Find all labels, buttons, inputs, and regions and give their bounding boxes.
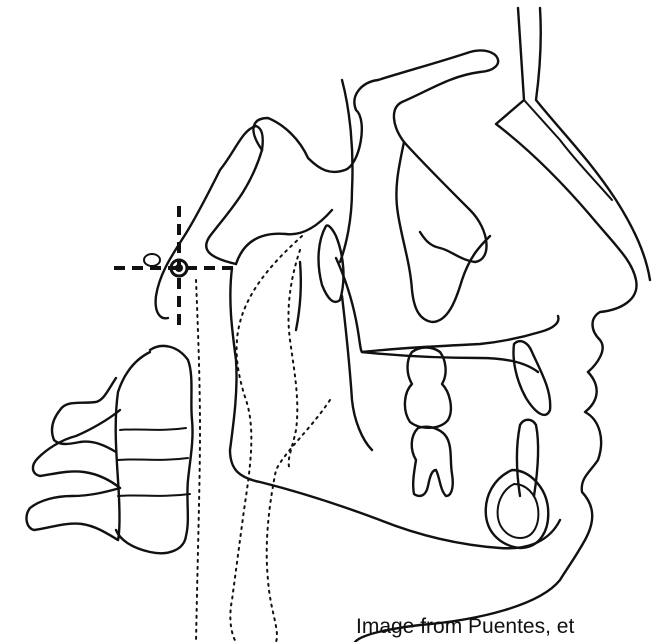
airway-posterior: [196, 280, 200, 642]
image-credit-caption: Image from Puentes, et: [356, 615, 574, 639]
upper-incisor: [514, 341, 551, 415]
airway-anterior: [230, 236, 302, 642]
lower-molar: [412, 427, 453, 496]
cervical-vertebra-c2: [116, 346, 193, 553]
ramus-posterior: [296, 262, 301, 330]
upper-molar: [405, 348, 451, 428]
maxilla-lower: [362, 352, 538, 372]
cervical-vertebra-c4: [33, 410, 120, 488]
vertebral-joints: [118, 428, 190, 496]
cervical-vertebra-c5: [27, 488, 120, 540]
mandible-ramus: [230, 268, 560, 548]
palatal-plane: [336, 258, 558, 352]
nasal-bone-outline: [496, 8, 637, 372]
orbit-outline: [396, 142, 490, 322]
cranial-outline: [253, 50, 498, 262]
vertebral-bodies: [116, 352, 150, 540]
soft-palate: [288, 250, 300, 470]
soft-tissue-chin: [355, 372, 601, 642]
landmark-target-dot: [175, 264, 183, 272]
nasal-bone-inner: [536, 8, 650, 280]
sphenoid-outline: [156, 126, 263, 318]
tongue-base: [267, 400, 330, 642]
symphysis-inner: [498, 484, 539, 538]
nasal-cartilage: [524, 100, 612, 200]
ear-rod-marker: [144, 254, 160, 266]
